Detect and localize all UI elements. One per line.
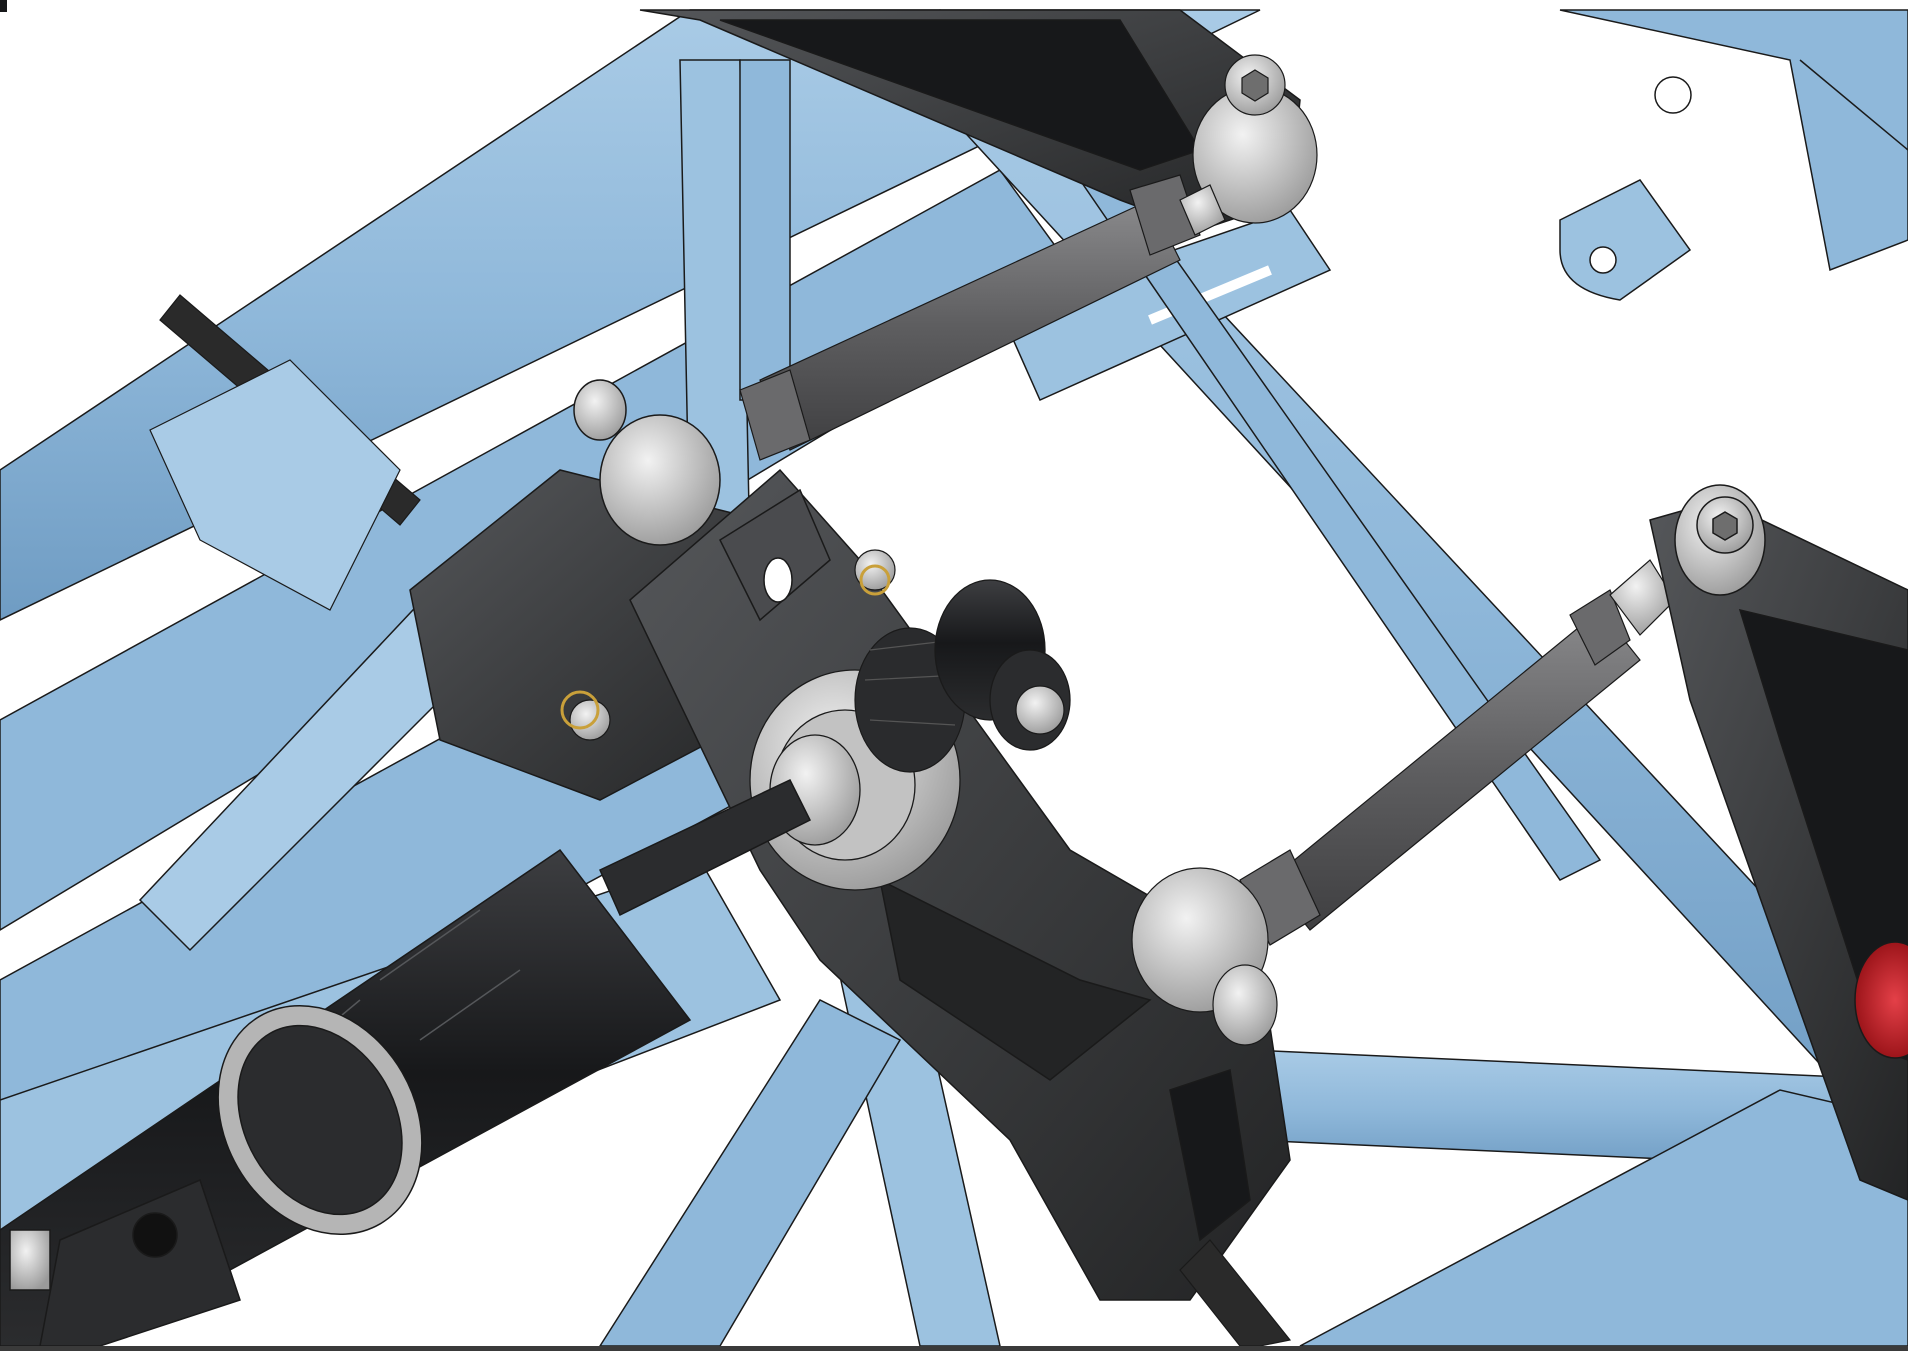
rocker-body [629,468,1291,1301]
frame-clevis-bracket [149,359,401,611]
upper-rod-end [1192,54,1318,224]
bolt-heads [560,549,1065,741]
frame-strut-vertical-2 [739,59,791,401]
frame-tab-hole-icon [1589,246,1617,274]
bolt-head-icon [569,699,611,741]
red-bushing [1854,941,1908,1059]
damper-shaft [599,779,812,917]
rocker-bracket-assembly [409,379,1291,1301]
viewport-corner-mark-icon [0,0,7,12]
rocker-pocket [878,878,1152,1081]
damper-assembly [0,779,812,1347]
bolt-head-icon [1015,685,1065,735]
viewport-bottom-border [0,1346,1908,1351]
frame-tube-cross [1078,179,1602,881]
frame-tab [1559,179,1692,301]
frame-plate-hole-icon [1654,76,1692,114]
upper-left-threaded-rod [149,294,421,611]
lower-threaded-rod [1179,1239,1292,1347]
hex-socket-icon [1241,69,1269,102]
damper-eye [39,1178,241,1347]
hex-socket-icon [1712,511,1738,541]
rocker-window [1169,1069,1251,1242]
lower-tie-rod [1239,559,1676,946]
bolt-head-icon [854,549,896,591]
upper-tie-rod [739,174,1226,461]
rocker-upper-ear [719,488,831,622]
lower-control-arm [1649,484,1908,1201]
frame-plate-right [1559,9,1908,272]
rocker-ear-hole-icon [763,557,793,603]
damper-bolt-icon [132,1212,178,1258]
lower-rod-end [1131,867,1278,1046]
